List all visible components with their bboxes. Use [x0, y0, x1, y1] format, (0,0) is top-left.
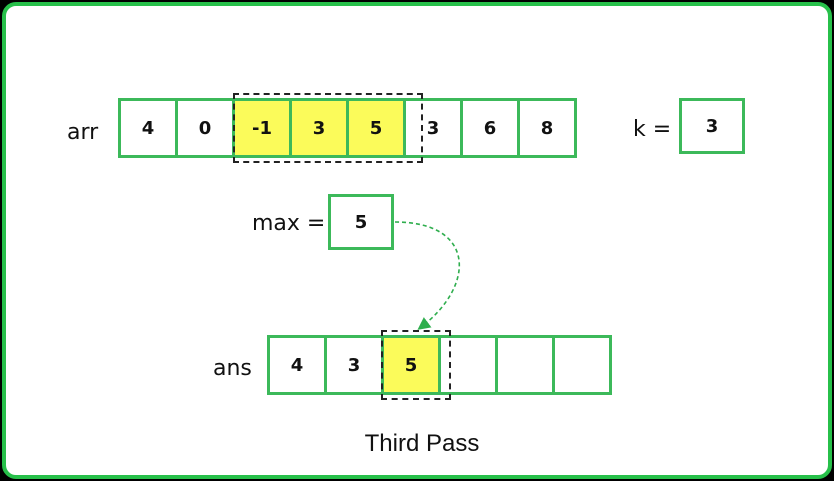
arr-cell: 5	[346, 98, 406, 158]
ans-cell	[495, 335, 555, 395]
arr-cell: 8	[517, 98, 577, 158]
ans-cell: 3	[324, 335, 384, 395]
max-label: max =	[252, 211, 326, 236]
ans-cell	[552, 335, 612, 395]
ans-label: ans	[213, 356, 252, 381]
arr-cell: 3	[403, 98, 463, 158]
ans-cell: 5	[381, 335, 441, 395]
arr-label: arr	[67, 120, 99, 145]
k-value-box: 3	[679, 98, 745, 154]
ans-cell: 4	[267, 335, 327, 395]
max-value-box: 5	[328, 194, 394, 250]
max-to-ans-arrow	[394, 221, 461, 330]
ans-cell	[438, 335, 498, 395]
arr-cell: -1	[232, 98, 292, 158]
k-label: k =	[633, 117, 672, 142]
pass-caption: Third Pass	[364, 430, 480, 457]
